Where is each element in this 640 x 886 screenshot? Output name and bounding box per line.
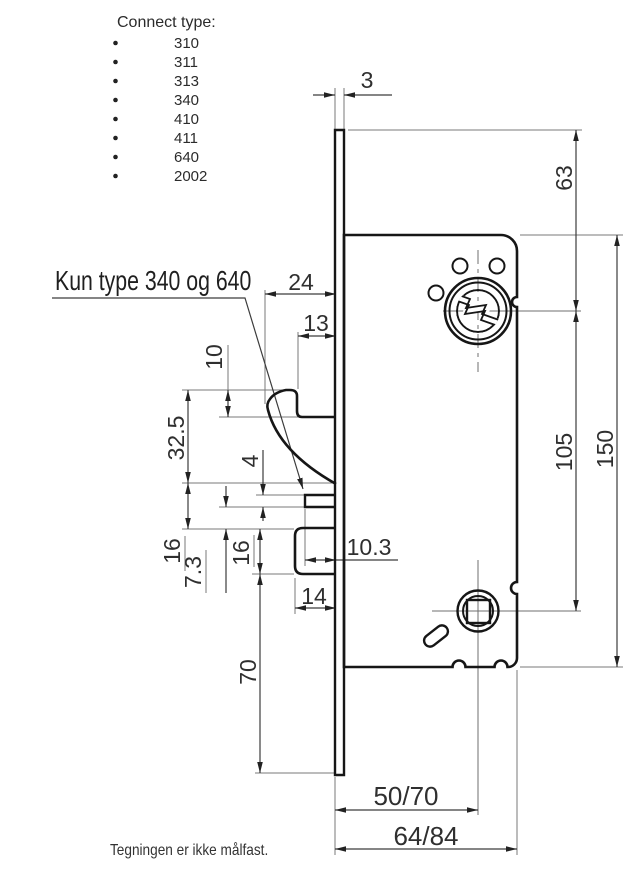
lock-case-outline [342, 233, 519, 669]
cylinder-hole-inner [448, 281, 508, 341]
spindle-hole-inner [462, 595, 494, 627]
callout-label: Kun type 340 og 640 [55, 265, 251, 297]
dim-label-150: 150 [592, 430, 618, 468]
dimension-lines [52, 92, 620, 852]
bullet-icon [113, 59, 118, 65]
connect-type-item: 2002 [174, 168, 207, 185]
oval-slot [422, 624, 450, 648]
cylinder-hole-outer [443, 276, 513, 346]
dim-label-10-3: 10.3 [347, 534, 392, 560]
lock-outlines [266, 128, 519, 777]
dim-label-50-70: 50/70 [373, 781, 438, 811]
auxiliary-plate-outline [303, 493, 336, 509]
bullet-icon [113, 97, 118, 103]
connect-type-item: 340 [174, 92, 199, 109]
connect-type-item: 313 [174, 73, 199, 90]
connect-type-list: 310 311 313 340 410 411 640 2002 [113, 35, 207, 185]
bullet-icon [113, 78, 118, 84]
latch-bolt-outline [293, 526, 336, 576]
bullet-icon [113, 154, 118, 160]
labels: Connect type: 310 311 313 340 410 411 64… [55, 14, 618, 859]
dim-label-16b: 16 [228, 540, 254, 566]
dim-label-4: 4 [237, 454, 263, 467]
dim-label-13: 13 [303, 310, 329, 336]
spindle-hole-outer [456, 589, 500, 633]
dim-label-24: 24 [288, 269, 314, 295]
dim-label-70: 70 [235, 659, 261, 685]
dim-label-16a: 16 [159, 538, 185, 564]
connect-type-item: 310 [174, 35, 199, 52]
spindle-square-hole [465, 598, 492, 625]
dim-label-10: 10 [201, 344, 227, 370]
callout-leader-line [52, 297, 304, 490]
connect-type-item: 311 [174, 54, 198, 71]
bullet-icon [113, 135, 118, 141]
connect-type-item: 411 [174, 130, 198, 147]
dim-label-3: 3 [361, 67, 374, 93]
dim-label-7-3: 7.3 [180, 556, 206, 588]
screw-hole [427, 284, 445, 302]
hook-bolt-outline [266, 388, 337, 486]
screw-hole [451, 257, 469, 275]
connect-type-item: 410 [174, 111, 199, 128]
cylinder-profile [456, 289, 500, 333]
footnote: Tegningen er ikke målfast. [110, 842, 268, 859]
dim-label-105: 105 [551, 433, 577, 471]
dim-label-63: 63 [551, 165, 577, 191]
connect-type-item: 640 [174, 149, 199, 166]
screw-hole [488, 257, 506, 275]
dim-label-64-84: 64/84 [393, 821, 458, 851]
bullet-icon [113, 40, 118, 46]
connect-type-title: Connect type: [117, 14, 216, 31]
dim-label-14: 14 [301, 583, 327, 609]
extension-lines [182, 88, 623, 855]
faceplate-outline [333, 128, 346, 777]
bullet-icon [113, 116, 118, 122]
dim-label-32-5: 32.5 [163, 416, 189, 461]
bullet-icon [113, 173, 118, 179]
